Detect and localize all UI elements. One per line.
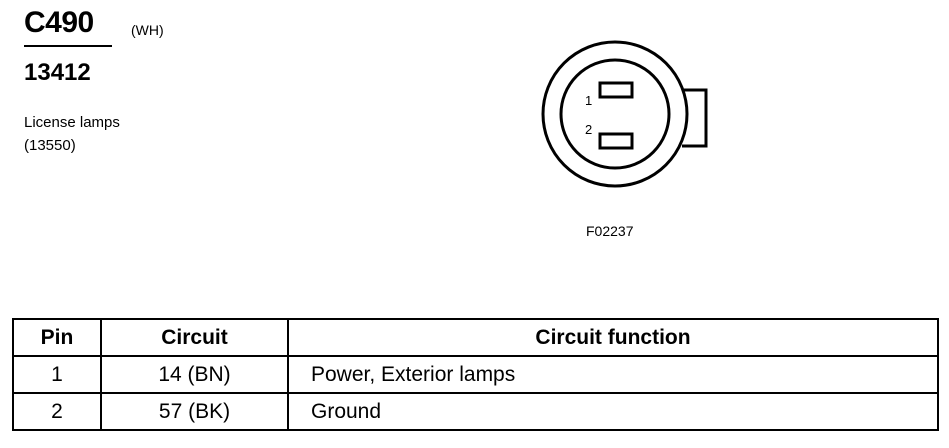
table-row: 2 57 (BK) Ground — [12, 392, 939, 431]
connector-id-underline — [24, 45, 112, 47]
connector-id: C490 — [24, 6, 94, 39]
connector-color-code: (WH) — [131, 22, 164, 38]
pin-circuit-table: Pin Circuit Circuit function 1 14 (BN) P… — [12, 318, 939, 431]
connector-outer-shell — [541, 40, 689, 188]
pin-1-terminal — [598, 81, 634, 99]
table-row: 1 14 (BN) Power, Exterior lamps — [12, 355, 939, 394]
part-number: 13412 — [24, 59, 91, 86]
component-description: License lamps — [24, 114, 120, 131]
cell-circuit: 14 (BN) — [100, 355, 289, 394]
header-pin: Pin — [12, 318, 102, 357]
connector-inner-ring — [559, 58, 671, 170]
figure-id: F02237 — [586, 223, 634, 239]
cell-circuit: 57 (BK) — [100, 392, 289, 431]
cell-circuit-function: Ground — [287, 392, 939, 431]
connector-face-diagram: 1 2 — [541, 40, 708, 188]
cell-pin: 2 — [12, 392, 102, 431]
pin-2-terminal — [598, 132, 634, 150]
cell-circuit-function: Power, Exterior lamps — [287, 355, 939, 394]
cell-pin: 1 — [12, 355, 102, 394]
connector-locking-tab — [682, 88, 708, 148]
table-header-row: Pin Circuit Circuit function — [12, 318, 939, 357]
pin-1-label: 1 — [585, 93, 592, 108]
header-circuit-function: Circuit function — [287, 318, 939, 357]
component-number: (13550) — [24, 137, 76, 154]
pin-2-label: 2 — [585, 122, 592, 137]
header-circuit: Circuit — [100, 318, 289, 357]
